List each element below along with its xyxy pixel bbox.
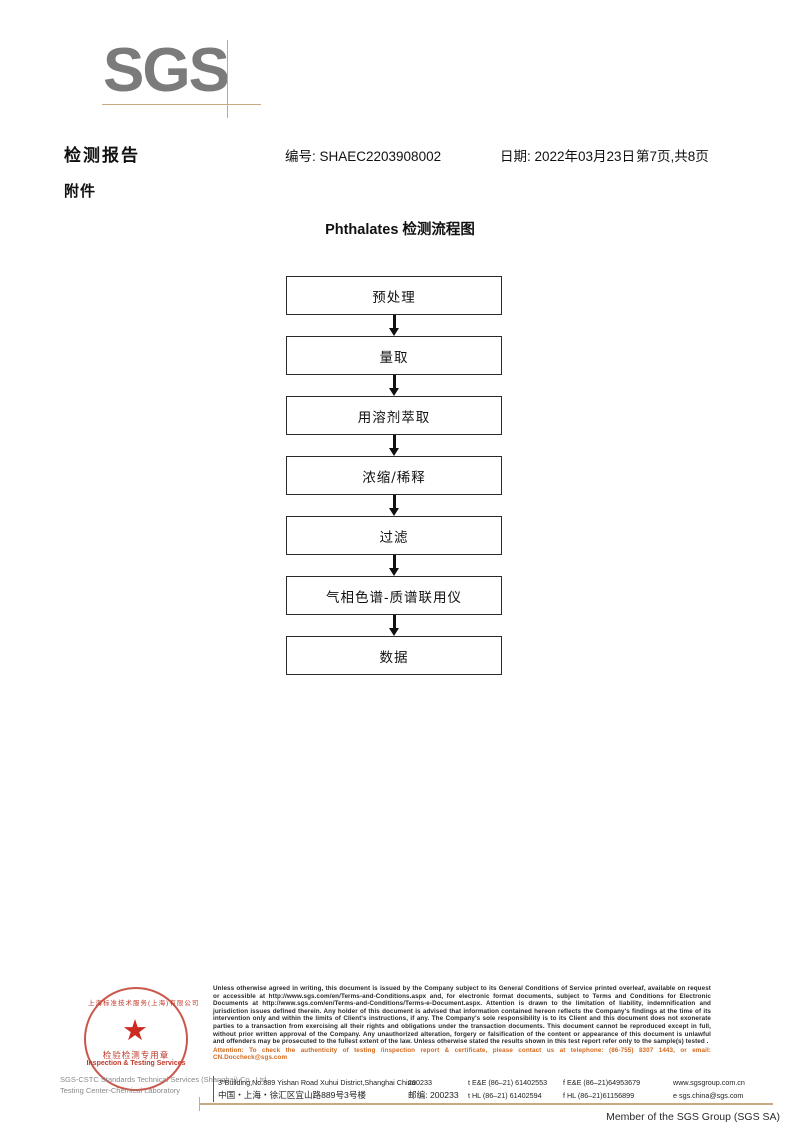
zip-english: 200233 bbox=[408, 1078, 432, 1087]
seal-english-text: Inspection & Testing Services bbox=[86, 1060, 186, 1067]
attachment-label: 附件 bbox=[64, 183, 97, 200]
flow-node: 浓缩/稀释 bbox=[286, 456, 502, 495]
flow-arrow-icon bbox=[286, 435, 502, 456]
page-title: 检测报告 bbox=[64, 146, 140, 165]
page-count: 第7页,共8页 bbox=[636, 149, 709, 164]
seal-arc-text: 上海标准技术服务(上海)有限公司 bbox=[88, 1000, 200, 1007]
contact-address-block: 3"Building,No.889 Yishan Road Xuhui Dist… bbox=[213, 1076, 773, 1102]
fax-ee: f E&E (86–21)64953679 bbox=[563, 1078, 641, 1087]
logo-vertical-rule bbox=[227, 40, 228, 118]
flow-arrow-icon bbox=[286, 555, 502, 576]
flow-node-label: 量取 bbox=[379, 349, 409, 366]
flow-node-label: 预处理 bbox=[372, 289, 416, 306]
flow-node-label: 数据 bbox=[379, 649, 409, 666]
address-row-chinese: 中国・上海・徐汇区宜山路889号3号楼 邮编: 200233 t HL (86–… bbox=[218, 1089, 774, 1102]
flow-node: 数据 bbox=[286, 636, 502, 675]
member-of-group-line: Member of the SGS Group (SGS SA) bbox=[606, 1111, 780, 1123]
flow-node-label: 气相色谱-质谱联用仪 bbox=[325, 589, 463, 606]
flow-arrow-icon bbox=[286, 495, 502, 516]
star-icon: ★ bbox=[122, 1015, 148, 1047]
flow-node: 量取 bbox=[286, 336, 502, 375]
seal-company-line1: SGS-CSTC Standards Technical Services (S… bbox=[60, 1075, 269, 1084]
logo-horizontal-rule bbox=[102, 104, 261, 105]
flow-node-label: 过滤 bbox=[379, 529, 409, 546]
flow-node: 用溶剂萃取 bbox=[286, 396, 502, 435]
flow-node: 预处理 bbox=[286, 276, 502, 315]
fax-hl: f HL (86–21)61156899 bbox=[563, 1091, 635, 1100]
legal-paragraph: Unless otherwise agreed in writing, this… bbox=[213, 985, 711, 1046]
flowchart-title: Phthalates 检测流程图 bbox=[325, 222, 475, 238]
address-row-english: 3"Building,No.889 Yishan Road Xuhui Dist… bbox=[218, 1076, 774, 1089]
seal-chinese-text: 检验检测专用章 bbox=[102, 1050, 170, 1060]
website: www.sgsgroup.com.cn bbox=[673, 1078, 745, 1087]
company-seal-stamp: 上海标准技术服务(上海)有限公司 ★ 检验检测专用章 Inspection & … bbox=[60, 987, 268, 1097]
sgs-logo-text: SGS bbox=[103, 36, 230, 105]
report-date: 日期: 2022年03月23日 bbox=[500, 149, 636, 164]
flow-arrow-icon bbox=[286, 615, 502, 636]
address-chinese: 中国・上海・徐汇区宜山路889号3号楼 bbox=[218, 1090, 367, 1100]
flow-node-label: 浓缩/稀释 bbox=[362, 469, 426, 486]
flowchart: 预处理 量取 用溶剂萃取 浓缩/稀释 过滤 气相色谱-质谱联 bbox=[286, 276, 504, 675]
attention-notice: Attention: To check the authenticity of … bbox=[213, 1046, 711, 1062]
legal-terms-block: Unless otherwise agreed in writing, this… bbox=[213, 985, 711, 1062]
flow-node-label: 用溶剂萃取 bbox=[357, 409, 431, 426]
flow-node: 气相色谱-质谱联用仪 bbox=[286, 576, 502, 615]
flow-arrow-icon bbox=[286, 315, 502, 336]
address-english: 3"Building,No.889 Yishan Road Xuhui Dist… bbox=[218, 1078, 416, 1087]
email-address: e sgs.china@sgs.com bbox=[673, 1091, 744, 1100]
seal-company-line2: Testing Center-Chemical Laboratory bbox=[60, 1086, 181, 1095]
tel-ee: t E&E (86–21) 61402553 bbox=[468, 1078, 548, 1087]
address-divider bbox=[213, 1076, 214, 1102]
page-footer: 上海标准技术服务(上海)有限公司 ★ 检验检测专用章 Inspection & … bbox=[0, 975, 800, 1131]
sgs-logo: SGS bbox=[102, 36, 261, 118]
footer-divider bbox=[199, 1103, 773, 1105]
seal-circle bbox=[84, 987, 188, 1091]
tel-hl: t HL (86–21) 61402594 bbox=[468, 1091, 542, 1100]
report-number: 编号: SHAEC2203908002 bbox=[285, 149, 442, 164]
flow-node: 过滤 bbox=[286, 516, 502, 555]
zip-chinese: 邮编: 200233 bbox=[408, 1090, 459, 1100]
flow-arrow-icon bbox=[286, 375, 502, 396]
report-header: 检测报告 编号: SHAEC2203908002 日期: 2022年03月23日… bbox=[0, 143, 800, 167]
